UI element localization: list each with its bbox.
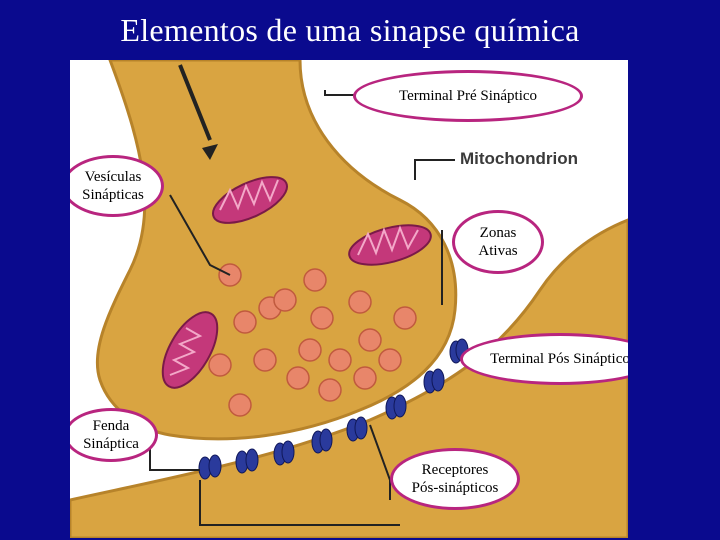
label-synaptic-vesicles: Vesículas Sinápticas (70, 155, 164, 217)
mitochondrion-1 (212, 176, 288, 224)
label-pre-terminal: Terminal Pré Sináptico (353, 70, 583, 122)
axon-arrow (178, 64, 212, 141)
synaptic-vesicles (208, 263, 417, 417)
label-mitochondrion: Mitochondrion (460, 149, 579, 168)
synapse-diagram: Terminal Pré Sináptico Mitochondrion Ves… (70, 60, 628, 538)
postsynaptic-receptors (198, 338, 469, 480)
label-postsynaptic-receptors: Receptores Pós-sinápticos (390, 448, 520, 510)
synapse-illustration (70, 60, 628, 538)
label-active-zones: Zonas Ativas (452, 210, 544, 274)
mitochondrion-2 (348, 224, 432, 266)
axon-arrowhead (202, 144, 218, 160)
mitochondrion-3 (161, 311, 219, 389)
slide-title: Elementos de uma sinapse química (120, 12, 580, 48)
label-post-terminal: Terminal Pós Sináptico (460, 333, 628, 385)
label-synaptic-cleft: Fenda Sináptica (70, 408, 158, 462)
